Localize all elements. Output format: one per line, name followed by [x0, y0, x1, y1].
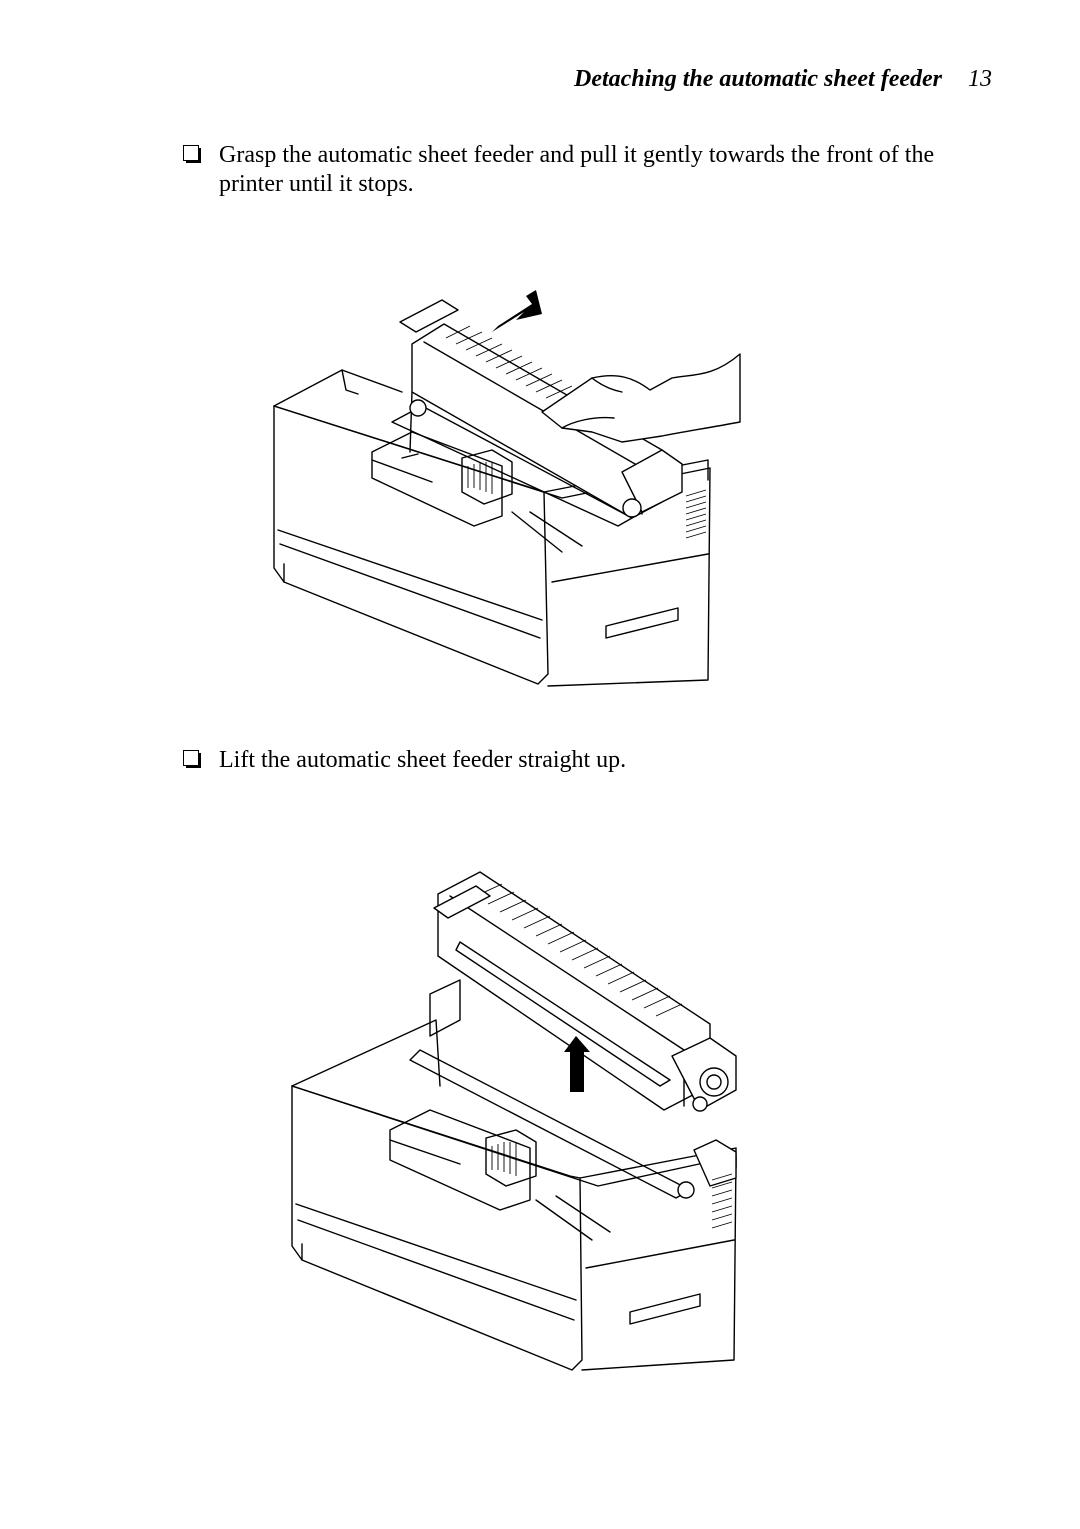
page-header: Detaching the automatic sheet feeder 13 — [574, 66, 992, 93]
checkbox-icon — [183, 750, 202, 769]
checkbox-icon — [183, 145, 202, 164]
printer-pull-feeder-illustration — [262, 282, 750, 694]
instruction-step-2: Lift the automatic sheet feeder straight… — [183, 746, 993, 775]
page-number: 13 — [968, 66, 992, 92]
step-text: Grasp the automatic sheet feeder and pul… — [219, 142, 935, 197]
instruction-step-1: Grasp the automatic sheet feeder and pul… — [183, 141, 993, 199]
printer-lift-feeder-illustration — [280, 860, 750, 1372]
section-title: Detaching the automatic sheet feeder — [574, 66, 942, 92]
step-text: Lift the automatic sheet feeder straight… — [219, 747, 627, 773]
